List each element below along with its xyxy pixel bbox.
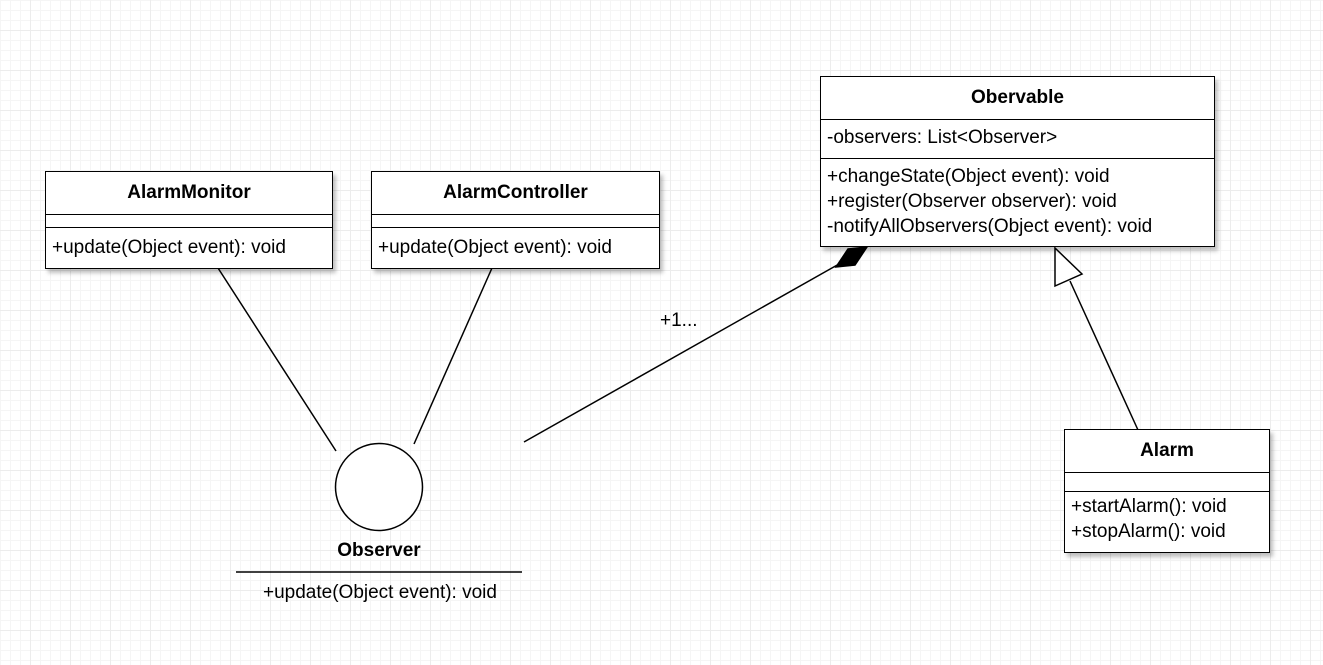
alarm-controller-class[interactable]: AlarmController +update(Object event): v… [371,171,660,269]
observable-attributes: -observers: List<Observer> [821,120,1214,159]
observable-class[interactable]: Obervable -observers: List<Observer> +ch… [820,76,1215,247]
observable-methods: +changeState(Object event): void +regist… [821,159,1214,239]
observer-interface-method: +update(Object event): void [263,582,497,603]
observer-interface-circle[interactable] [334,442,424,532]
observable-class-name: Obervable [821,77,1214,120]
method-item: +startAlarm(): void [1071,496,1227,517]
alarm-monitor-attributes [46,215,332,228]
alarm-controller-methods: +update(Object event): void [372,228,659,260]
method-item: +register(Observer observer): void [827,191,1117,212]
alarm-controller-attributes [372,215,659,228]
alarm-monitor-class[interactable]: AlarmMonitor +update(Object event): void [45,171,333,269]
method-item: +update(Object event): void [52,237,286,258]
alarm-controller-class-name: AlarmController [372,172,659,215]
alarm-attributes [1065,473,1269,492]
alarm-monitor-class-name: AlarmMonitor [46,172,332,215]
alarm-observable-generalization[interactable] [1069,280,1139,431]
attribute-item: -observers: List<Observer> [827,127,1058,148]
method-item: +update(Object event): void [378,237,612,258]
method-item: +stopAlarm(): void [1071,521,1226,542]
alarm-monitor-observer-link[interactable] [217,267,337,452]
alarm-monitor-methods: +update(Object event): void [46,228,332,260]
alarm-class[interactable]: Alarm +startAlarm(): void +stopAlarm(): … [1064,429,1270,553]
observer-interface-name: Observer [337,540,421,561]
alarm-methods: +startAlarm(): void +stopAlarm(): void [1065,492,1269,544]
observer-observable-composition[interactable] [523,263,840,443]
generalization-arrowhead [1054,246,1084,288]
composition-diamond [834,246,869,268]
alarm-class-name: Alarm [1065,430,1269,473]
alarm-controller-observer-link[interactable] [413,267,493,445]
method-item: +changeState(Object event): void [827,166,1110,187]
method-item: -notifyAllObservers(Object event): void [827,216,1153,237]
composition-multiplicity-label: +1... [660,310,698,331]
